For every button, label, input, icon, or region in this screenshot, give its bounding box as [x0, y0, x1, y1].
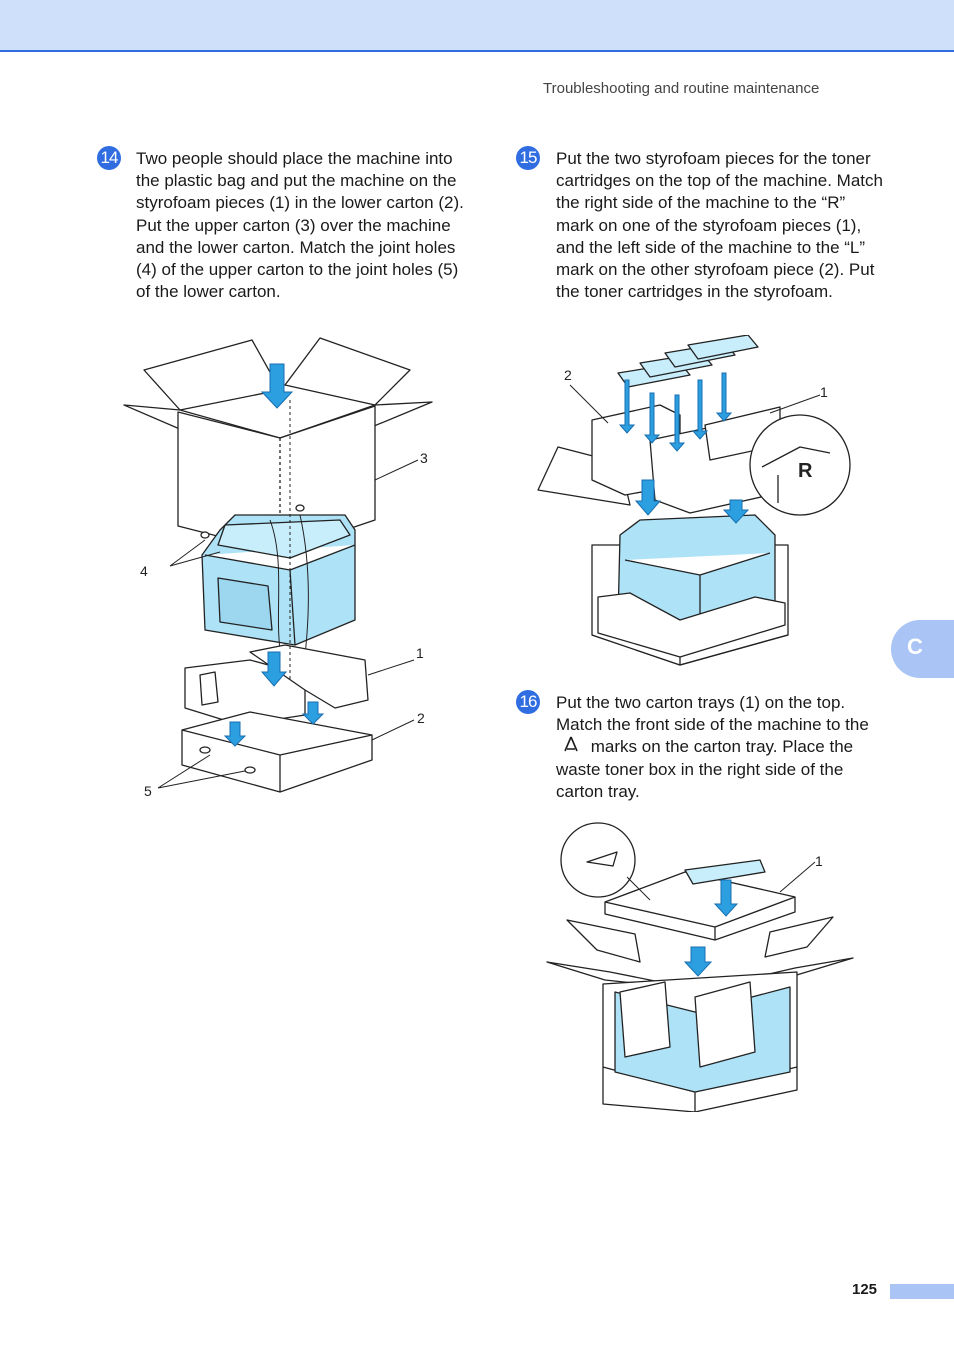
step-number-badge: 15 — [516, 146, 540, 170]
callout-label: 2 — [564, 367, 572, 383]
figure-14-carton-assembly: 3 4 1 2 5 — [123, 337, 433, 799]
figure-16-carton-trays: 1 — [546, 822, 854, 1112]
callout-label: 2 — [417, 710, 425, 726]
step-15-text: Put the two styrofoam pieces for the ton… — [556, 149, 883, 302]
page-number-bar — [890, 1284, 954, 1299]
callout-label: 5 — [144, 783, 152, 799]
callout-label: 1 — [820, 384, 828, 400]
callout-label: 3 — [420, 450, 428, 466]
callout-label: 1 — [815, 853, 823, 869]
step-16-text-part1: Put the two carton trays (1) on the top.… — [556, 693, 869, 735]
step-number-badge: 14 — [97, 146, 121, 170]
step-14-text: Two people should place the machine into… — [136, 149, 464, 302]
callout-label: 4 — [140, 563, 148, 579]
step-number-badge: 16 — [516, 690, 540, 714]
figure-15-toner-styrofoam: 2 1 R — [537, 335, 851, 666]
page-number: 125 — [852, 1281, 878, 1298]
header-band — [0, 0, 954, 52]
r-mark-label: R — [798, 460, 813, 482]
chapter-tab-letter: C — [907, 634, 923, 659]
step-16-text: Put the two carton trays (1) on the top.… — [556, 692, 886, 803]
callout-label: 1 — [416, 645, 424, 661]
triangle-mark-icon — [556, 736, 586, 758]
chapter-tab: C — [891, 620, 954, 678]
running-header: Troubleshooting and routine maintenance — [543, 80, 820, 97]
step-16-text-part2: marks on the carton tray. Place the wast… — [556, 737, 854, 801]
